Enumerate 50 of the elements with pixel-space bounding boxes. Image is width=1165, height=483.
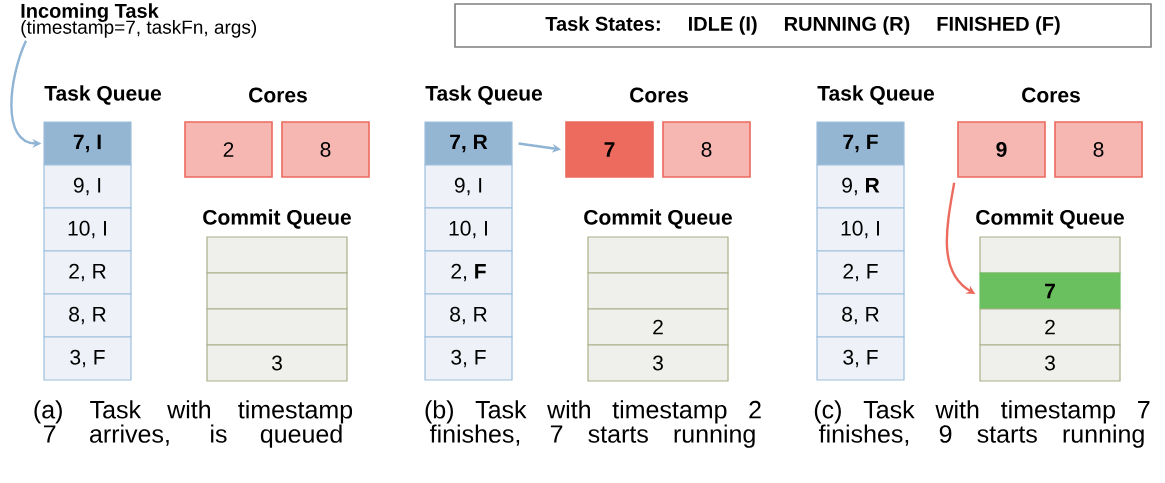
- task-queue-cell: 7, F: [816, 121, 905, 166]
- task-queue-cell: 7, R: [424, 121, 513, 166]
- commit-queue-cell: 2: [979, 308, 1121, 346]
- commit-queue-cell: [587, 272, 729, 310]
- task-queue-cell: 8, R: [424, 293, 513, 338]
- commit-queue-cell: 2: [587, 308, 729, 346]
- heading: Cores: [249, 87, 307, 103]
- incoming-task-text: Incoming Task (timestamp=7, taskFn, args): [21, 3, 257, 38]
- heading: Cores: [1022, 87, 1080, 103]
- task-queue-cell: 2, R: [43, 250, 132, 295]
- task-queue-cell: 9, I: [424, 164, 513, 209]
- core-box: 7: [565, 121, 654, 178]
- task-queue-cell: 8, R: [816, 293, 905, 338]
- heading: Task Queue: [425, 85, 542, 105]
- caption: (c) Task with timestamp 7 finishes, 9 starts running: [814, 400, 1150, 448]
- commit-queue-cell: 3: [206, 344, 348, 382]
- commit-queue-cell: [979, 236, 1121, 274]
- task-queue-cell: 7, I: [43, 121, 132, 166]
- task-queue-cell: 3, F: [816, 336, 905, 381]
- commit-queue-cell: [206, 236, 348, 274]
- heading: Commit Queue: [976, 209, 1124, 229]
- core-box: 9: [957, 121, 1046, 178]
- core-box: 8: [1054, 121, 1143, 178]
- core-box: 8: [281, 121, 370, 178]
- core-box: 8: [662, 121, 751, 178]
- commit-queue-cell: [206, 272, 348, 310]
- task-queue-cell: 9, I: [43, 164, 132, 209]
- commit-queue-cell: 7: [979, 272, 1121, 310]
- caption: (b) Task with timestamp 2 finishes, 7 starts running: [425, 400, 761, 448]
- task-queue-cell: 10, I: [816, 207, 905, 252]
- commit-queue-cell: 3: [587, 344, 729, 382]
- task-queue-cell: 2, F: [424, 250, 513, 295]
- task-queue-cell: 10, I: [43, 207, 132, 252]
- commit-queue-cell: [206, 308, 348, 346]
- task-queue-cell: 10, I: [424, 207, 513, 252]
- task-states-box: Task States: IDLE (I) RUNNING (R) FINISHED (F): [454, 3, 1152, 48]
- heading: Task Queue: [44, 85, 161, 105]
- task-queue-cell: 8, R: [43, 293, 132, 338]
- heading: Commit Queue: [203, 209, 351, 229]
- heading: Commit Queue: [584, 209, 732, 229]
- task-queue-cell: 9, R: [816, 164, 905, 209]
- task-queue-cell: 2, F: [816, 250, 905, 295]
- commit-queue-cell: 3: [979, 344, 1121, 382]
- heading: Cores: [630, 87, 688, 103]
- heading: Task Queue: [817, 85, 934, 105]
- caption: (a) Task with timestamp 7 arrives, is queued: [34, 400, 353, 448]
- task-queue-cell: 3, F: [424, 336, 513, 381]
- task-queue-cell: 3, F: [43, 336, 132, 381]
- commit-queue-cell: [587, 236, 729, 274]
- core-box: 2: [184, 121, 273, 178]
